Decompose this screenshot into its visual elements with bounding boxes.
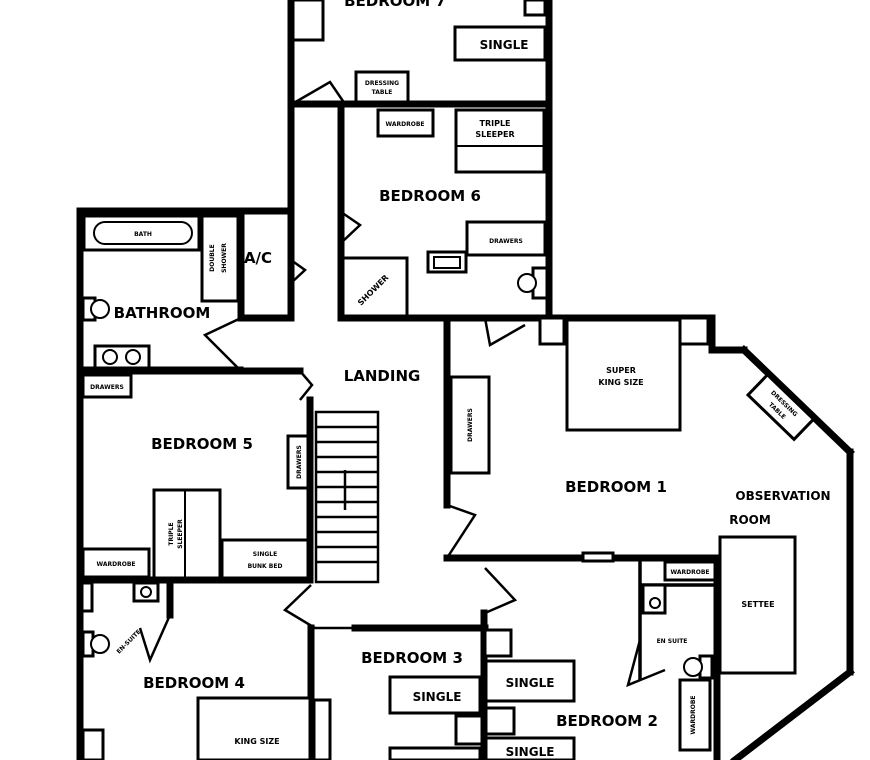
wardrobe-b2 [678,678,712,752]
single-bed-b2b [484,736,576,760]
wardrobe-b5 [81,547,151,579]
svg-text:SUPER: SUPER [606,366,636,375]
furniture: SINGLE DRESSING TABLE WARDROBE TRIPLE SL… [80,0,816,760]
room-labels: BEDROOM 7 BEDROOM 6 A/C BATHROOM LANDING… [114,0,831,730]
svg-text:SLEEPER: SLEEPER [475,130,514,139]
svg-text:SLEEPER: SLEEPER [177,519,184,549]
svg-text:DRAWERS: DRAWERS [296,445,303,479]
triple-sleeper-b5 [152,488,222,580]
drawers-b6 [465,220,547,257]
svg-text:SINGLE: SINGLE [506,745,555,759]
dressing-table-b1 [745,372,816,442]
triple-sleeper-b6 [454,108,546,174]
svg-text:DOUBLE: DOUBLE [209,244,216,271]
svg-text:DRESSING: DRESSING [365,80,399,87]
svg-text:DRAWERS: DRAWERS [489,238,523,245]
room-observation-line2: ROOM [729,513,771,527]
wardrobe-b6 [376,108,435,138]
dressing-table-b7 [354,70,410,104]
svg-text:DRAWERS: DRAWERS [90,384,124,391]
staircase [314,410,380,584]
svg-text:EN-SUITE: EN-SUITE [115,628,142,655]
room-bathroom: BATHROOM [114,304,211,322]
double-shower [200,214,240,303]
svg-text:SINGLE: SINGLE [413,690,462,704]
svg-text:WARDROBE: WARDROBE [386,121,425,128]
room-bedroom-7: BEDROOM 7 [344,0,446,10]
svg-text:SHOWER: SHOWER [221,243,228,273]
svg-text:TABLE: TABLE [372,89,393,96]
single-bed-b7 [453,25,547,62]
svg-text:WARDROBE: WARDROBE [97,561,136,568]
svg-text:TRIPLE: TRIPLE [168,522,175,545]
svg-text:SINGLE: SINGLE [506,676,555,690]
svg-text:EN SUITE: EN SUITE [657,638,688,645]
room-landing: LANDING [344,367,421,385]
king-size-bed [196,696,312,760]
doors [138,80,666,688]
svg-text:WARDROBE: WARDROBE [671,569,710,576]
single-bed-b2a [484,659,576,703]
svg-text:SETTEE: SETTEE [741,600,774,609]
room-bedroom-5: BEDROOM 5 [151,435,253,453]
svg-text:KING SIZE: KING SIZE [598,378,643,387]
svg-text:SINGLE: SINGLE [253,551,277,558]
svg-text:BUNK BED: BUNK BED [248,563,283,570]
single-bed-b7-label: SINGLE [480,38,529,52]
room-bedroom-3: BEDROOM 3 [361,649,463,667]
room-bedroom-6: BEDROOM 6 [379,187,481,205]
room-ac: A/C [244,249,272,267]
svg-text:BATH: BATH [134,231,152,238]
room-observation-line1: OBSERVATION [735,489,830,503]
single-bed-b3a [388,675,482,715]
single-bunk-bed [220,538,310,580]
super-king-bed [565,318,682,432]
single-bed-b3b [388,746,482,760]
room-bedroom-4: BEDROOM 4 [143,674,245,692]
svg-text:WARDROBE: WARDROBE [690,696,697,735]
drawers-bathroom [81,373,133,399]
drawers-b1 [449,375,491,475]
svg-text:TRIPLE: TRIPLE [479,119,510,128]
svg-text:DRAWERS: DRAWERS [467,408,474,442]
drawers-b5 [286,434,310,490]
settee [718,535,797,675]
room-bedroom-1: BEDROOM 1 [565,478,667,496]
svg-text:KING SIZE: KING SIZE [234,737,279,746]
shower-b6 [341,256,409,318]
room-bedroom-2: BEDROOM 2 [556,712,658,730]
